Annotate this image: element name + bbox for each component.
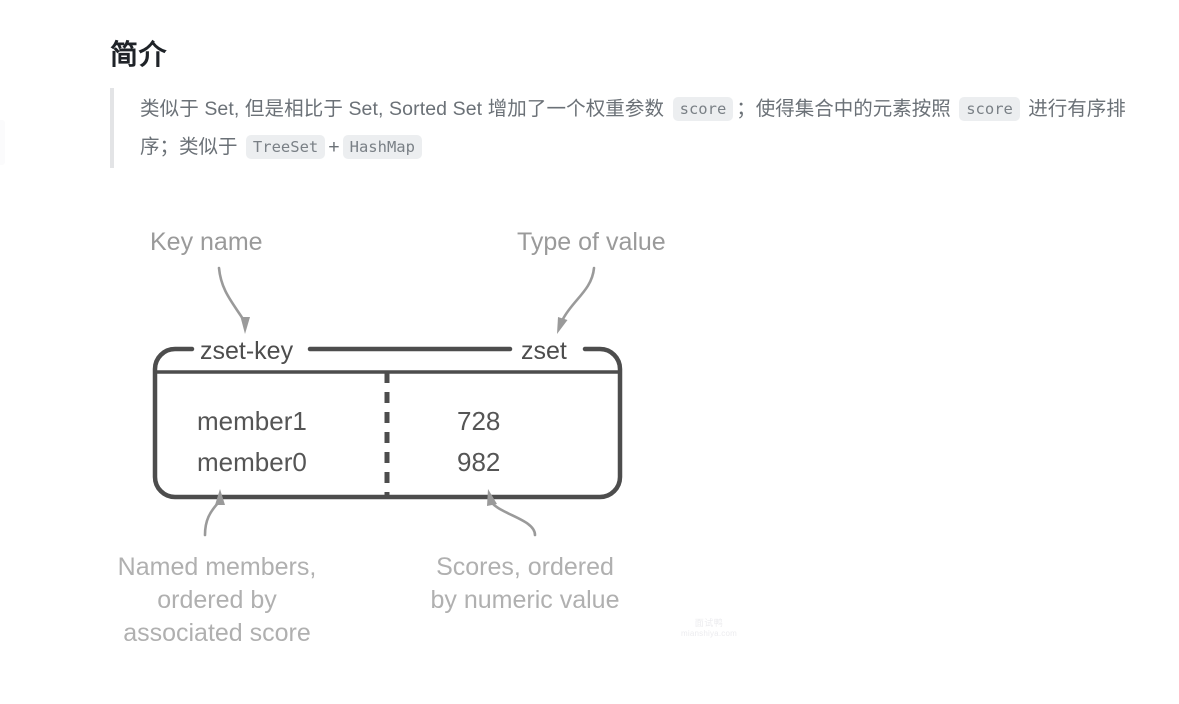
code-chip-treeset: TreeSet (245, 135, 326, 159)
intro-paragraph: 类似于 Set, 但是相比于 Set, Sorted Set 增加了一个权重参数… (140, 90, 1145, 166)
score-cell-0: 728 (457, 406, 500, 436)
page-title: 简介 (110, 39, 168, 70)
intro-text-plus: + (328, 136, 340, 158)
caption-members-line-3: associated score (123, 619, 311, 647)
zset-structure-diagram: Key name Type of value (0, 190, 820, 660)
code-chip-score-1: score (672, 97, 734, 121)
caption-scores-line-1: Scores, ordered (436, 553, 614, 581)
zset-box (152, 346, 623, 500)
arrow-members-caption (203, 489, 225, 537)
box-label-zset-key: zset-key (200, 337, 294, 365)
label-key-name: Key name (150, 228, 263, 256)
intro-text-part-1: 类似于 Set, 但是相比于 Set, Sorted Set 增加了一个权重参数 (140, 98, 670, 120)
intro-text-part-3: 进行有序排序；类似于 (140, 98, 1126, 158)
label-type-of-value: Type of value (517, 228, 666, 256)
intro-blockquote: 类似于 Set, 但是相比于 Set, Sorted Set 增加了一个权重参数… (110, 88, 1145, 168)
member-cell-0: member1 (197, 406, 307, 436)
watermark-name: 面试鸭 (694, 618, 724, 628)
page-edge-artifact (0, 120, 5, 165)
score-cell-1: 982 (457, 447, 500, 477)
caption-named-members: Named members, ordered by associated sco… (118, 553, 317, 647)
arrow-scores-caption (487, 489, 537, 537)
code-chip-score-2: score (959, 97, 1020, 121)
intro-text-part-2: ；使得集合中的元素按照 (736, 98, 957, 120)
box-label-zset-type: zset (521, 337, 567, 365)
code-chip-hashmap: HashMap (342, 135, 422, 159)
caption-members-line-2: ordered by (157, 586, 277, 614)
caption-scores-line-2: by numeric value (431, 586, 620, 614)
member-cell-1: member0 (197, 447, 307, 477)
caption-members-line-1: Named members, (118, 553, 317, 581)
watermark-url: mianshiya.com (681, 629, 737, 638)
arrow-type-of-value (557, 266, 596, 334)
arrow-key-name (217, 266, 250, 334)
watermark: 面试鸭 mianshiya.com (673, 618, 745, 639)
caption-scores: Scores, ordered by numeric value (431, 553, 620, 614)
